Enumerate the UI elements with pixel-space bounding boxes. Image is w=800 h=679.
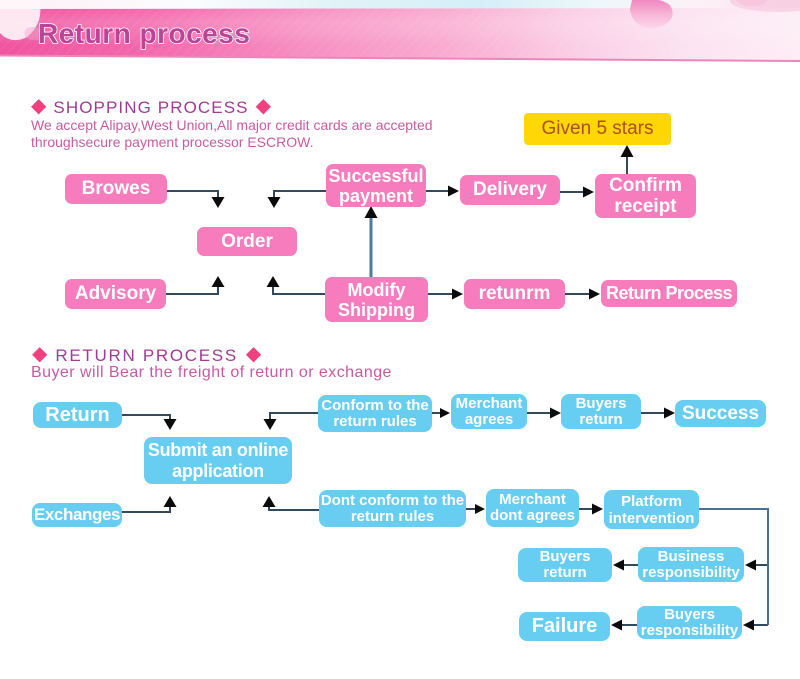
svg-text:Return process: Return process <box>38 18 250 49</box>
